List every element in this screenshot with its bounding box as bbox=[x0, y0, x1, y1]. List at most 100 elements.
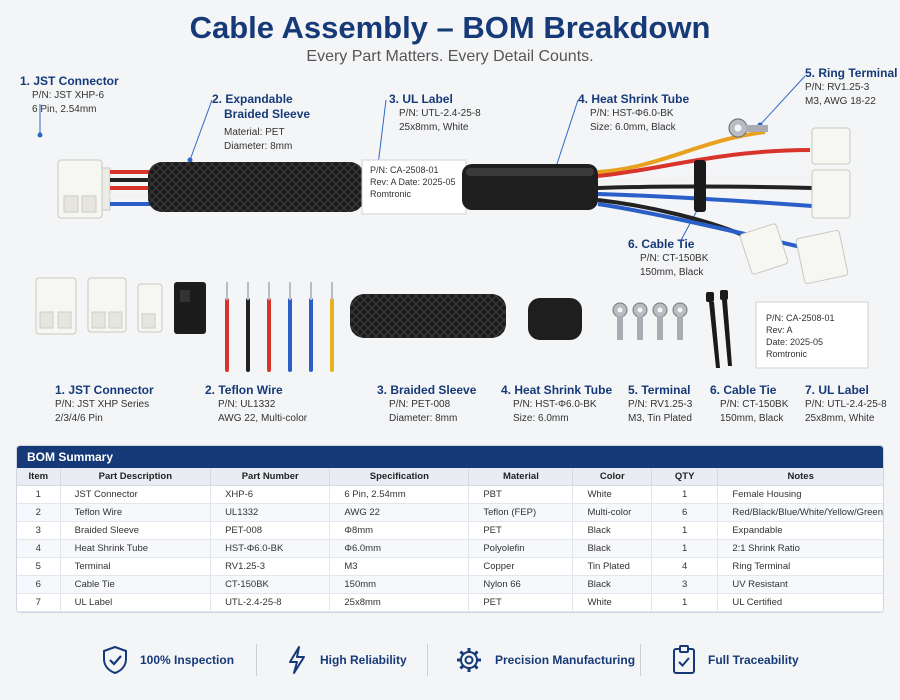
table-cell: PET bbox=[468, 521, 574, 540]
gear-icon bbox=[457, 648, 481, 672]
col-header: Item bbox=[17, 468, 61, 486]
table-cell: UTL-2.4-25-8 bbox=[210, 593, 331, 612]
table-cell: JST Connector bbox=[60, 485, 212, 504]
table-cell: 3 bbox=[651, 575, 719, 594]
callout-line: P/N: UTL-2.4-25-8 bbox=[399, 108, 481, 119]
bom-heading: BOM Summary bbox=[17, 446, 883, 468]
feature-label: High Reliability bbox=[320, 653, 407, 667]
table-cell: Cable Tie bbox=[60, 575, 212, 594]
table-cell: 7 bbox=[17, 593, 61, 612]
table-cell: 6 bbox=[651, 503, 719, 522]
table-cell: UL Label bbox=[60, 593, 212, 612]
callout-line: 6 Pin, 2.54mm bbox=[32, 104, 97, 115]
clipboard-check-icon bbox=[673, 645, 695, 674]
table-cell: M3 bbox=[329, 557, 470, 576]
table-cell: Expandable bbox=[717, 521, 883, 540]
table-cell: Black bbox=[572, 539, 653, 558]
table-cell: Female Housing bbox=[717, 485, 883, 504]
callout-title: 5. Ring Terminal bbox=[805, 66, 898, 80]
table-cell: 4 bbox=[651, 557, 719, 576]
callout-title: 1. JST Connector bbox=[20, 74, 119, 88]
callout-line: P/N: HST-Φ6.0-BK bbox=[590, 108, 674, 119]
table-cell: UL Certified bbox=[717, 593, 883, 612]
table-cell: 2 bbox=[17, 503, 61, 522]
cable-ul-label bbox=[361, 159, 467, 215]
ring-terminal bbox=[728, 118, 768, 138]
table-cell: Heat Shrink Tube bbox=[60, 539, 212, 558]
jst-connectors-right bbox=[739, 127, 851, 285]
bom-table: Item Part Description Part Number Specif… bbox=[17, 468, 883, 612]
part-caption-ul-label: 7. UL Label P/N: UTL-2.4-25-8 25x8mm, Wh… bbox=[805, 383, 887, 424]
table-cell: PBT bbox=[468, 485, 574, 504]
table-cell: HST-Φ6.0-BK bbox=[210, 539, 331, 558]
table-cell: UV Resistant bbox=[717, 575, 883, 594]
table-cell: CT-150BK bbox=[210, 575, 331, 594]
feature-label: Precision Manufacturing bbox=[495, 653, 636, 667]
table-cell: 4 bbox=[17, 539, 61, 558]
table-cell: 150mm bbox=[329, 575, 470, 594]
braided-sleeve bbox=[148, 162, 364, 212]
callout-braided-sleeve: 2. Expandable Braided Sleeve Material: P… bbox=[212, 92, 310, 154]
table-cell: Φ6.0mm bbox=[329, 539, 470, 558]
table-cell: RV1.25-3 bbox=[210, 557, 331, 576]
table-cell: Red/Black/Blue/White/Yellow/Green bbox=[717, 503, 883, 522]
callout-line: Diameter: 8mm bbox=[224, 141, 293, 152]
table-cell: Terminal bbox=[60, 557, 212, 576]
table-cell: 1 bbox=[651, 521, 719, 540]
table-cell: 25x8mm bbox=[329, 593, 470, 612]
callout-title: 3. UL Label bbox=[389, 92, 453, 106]
table-cell: Ring Terminal bbox=[717, 557, 883, 576]
callout-line: Material: PET bbox=[224, 127, 285, 138]
col-header: QTY bbox=[651, 468, 719, 486]
loose-terminals bbox=[612, 302, 688, 340]
table-cell: White bbox=[572, 485, 653, 504]
table-cell: 5 bbox=[17, 557, 61, 576]
feature-label: 100% Inspection bbox=[140, 653, 235, 667]
part-caption-sleeve: 3. Braided Sleeve P/N: PET-008 Diameter:… bbox=[377, 383, 477, 424]
shield-check-icon bbox=[103, 645, 127, 675]
table-cell: Multi-color bbox=[572, 503, 653, 522]
left-wires bbox=[110, 170, 150, 206]
table-cell: Polyolefin bbox=[468, 539, 574, 558]
col-header: Notes bbox=[717, 468, 883, 486]
table-cell: AWG 22 bbox=[329, 503, 470, 522]
lightning-icon bbox=[289, 646, 305, 674]
loose-braided-sleeve bbox=[350, 294, 506, 338]
part-caption-jst: 1. JST Connector P/N: JST XHP Series 2/3… bbox=[55, 383, 154, 424]
col-header: Material bbox=[468, 468, 574, 486]
callout-ul-label: 3. UL Label P/N: UTL-2.4-25-8 25x8mm, Wh… bbox=[389, 92, 481, 135]
table-cell: Copper bbox=[468, 557, 574, 576]
loose-heat-shrink bbox=[528, 298, 582, 340]
part-caption-heat-shrink: 4. Heat Shrink Tube P/N: HST-Φ6.0-BK Siz… bbox=[501, 383, 613, 424]
part-caption-cable-tie: 6. Cable Tie P/N: CT-150BK 150mm, Black bbox=[710, 383, 789, 424]
cable-assembly-illustration bbox=[35, 75, 869, 372]
feature-label: Full Traceability bbox=[708, 653, 799, 667]
table-cell: 3 bbox=[17, 521, 61, 540]
feature-bar: 100% Inspection High Reliability Precisi… bbox=[0, 632, 900, 688]
table-cell: Φ8mm bbox=[329, 521, 470, 540]
bom-summary-panel: BOM Summary Item Part Description Part N… bbox=[16, 445, 884, 613]
page-title: Cable Assembly – BOM Breakdown bbox=[189, 10, 711, 45]
sample-label-text: P/N: CA-2508-01 Rev: A Date: 2025-05 Rom… bbox=[766, 313, 835, 359]
callout-jst-connector: 1. JST Connector P/N: JST XHP-6 6 Pin, 2… bbox=[20, 74, 119, 117]
jst-connector-left bbox=[57, 159, 111, 219]
col-header: Specification bbox=[329, 468, 470, 486]
table-cell: 1 bbox=[17, 485, 61, 504]
table-cell: 6 bbox=[17, 575, 61, 594]
table-cell: PET bbox=[468, 593, 574, 612]
table-cell: White bbox=[572, 593, 653, 612]
part-caption-wire: 2. Teflon Wire P/N: UL1332 AWG 22, Multi… bbox=[205, 383, 308, 424]
table-cell: Black bbox=[572, 575, 653, 594]
wire-tips bbox=[226, 282, 333, 300]
feature-traceability: Full Traceability bbox=[672, 632, 799, 688]
callout-line: Size: 6.0mm, Black bbox=[590, 122, 676, 133]
table-cell: 1 bbox=[651, 593, 719, 612]
callout-title: 2. Expandable bbox=[212, 92, 293, 106]
